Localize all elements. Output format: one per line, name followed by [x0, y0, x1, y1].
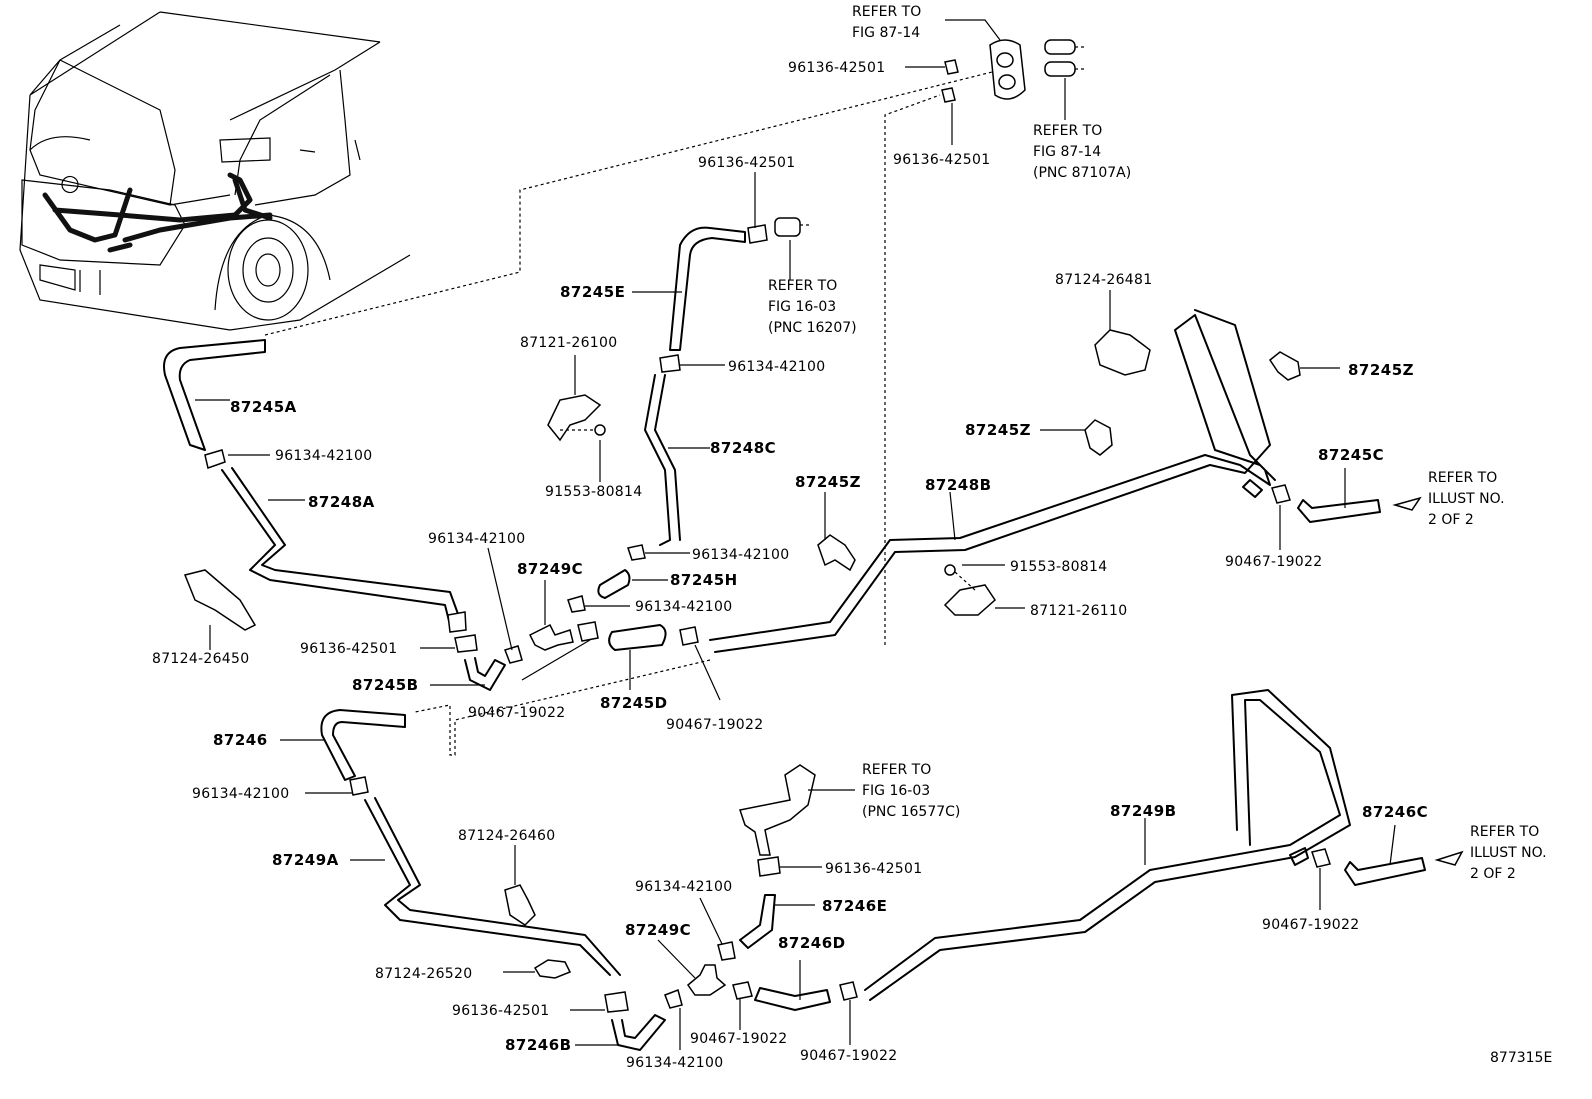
svg-text:REFER TO: REFER TO — [768, 278, 837, 294]
svg-text:REFER TO: REFER TO — [1470, 824, 1539, 840]
svg-text:ILLUST NO.: ILLUST NO. — [1470, 845, 1547, 861]
reference-illust-2-of-2-a[interactable]: REFER TO ILLUST NO. 2 OF 2 — [1428, 470, 1505, 528]
label-87249C-top[interactable]: 87249C — [517, 560, 583, 578]
reference-fig-16-03-a[interactable]: REFER TO FIG 16-03 (PNC 16207) — [768, 278, 857, 336]
label-96136-42501-f[interactable]: 96136-42501 — [825, 861, 922, 877]
label-96136-42501-a[interactable]: 96136-42501 — [300, 641, 397, 657]
label-90467-19022-b[interactable]: 90467-19022 — [666, 717, 763, 733]
label-96134-42100-f[interactable]: 96134-42100 — [192, 786, 289, 802]
label-90467-19022-a[interactable]: 90467-19022 — [468, 705, 565, 721]
upper-hose-assembly — [163, 172, 856, 701]
grommet-87-14 — [905, 19, 1085, 145]
svg-text:(PNC 87107A): (PNC 87107A) — [1033, 165, 1131, 181]
reference-fig-87-14-a[interactable]: REFER TO FIG 87-14 — [852, 4, 921, 41]
part-labels: 87245A 96134-42100 87248A 87124-26450 96… — [152, 60, 1552, 1071]
label-87124-26460[interactable]: 87124-26460 — [458, 828, 555, 844]
label-96136-42501-b[interactable]: 96136-42501 — [698, 155, 795, 171]
label-87248C[interactable]: 87248C — [710, 439, 776, 457]
label-87245Z-b[interactable]: 87245Z — [965, 421, 1031, 439]
figure-code: 877315E — [1490, 1050, 1552, 1066]
dashed-connector-low — [414, 659, 711, 756]
label-87248A[interactable]: 87248A — [308, 493, 375, 511]
label-87245D[interactable]: 87245D — [600, 694, 668, 712]
label-96136-42501-d[interactable]: 96136-42501 — [893, 152, 990, 168]
svg-text:ILLUST NO.: ILLUST NO. — [1428, 491, 1505, 507]
label-96134-42100-c[interactable]: 96134-42100 — [635, 599, 732, 615]
lower-hose-assembly — [280, 689, 1464, 1051]
svg-text:FIG 87-14: FIG 87-14 — [852, 25, 920, 41]
label-87249C-bottom[interactable]: 87249C — [625, 921, 691, 939]
reference-notes: REFER TO FIG 87-14 REFER TO FIG 87-14 (P… — [768, 4, 1547, 882]
label-87121-26100[interactable]: 87121-26100 — [520, 335, 617, 351]
label-96134-42100-a[interactable]: 96134-42100 — [275, 448, 372, 464]
hose-87248B-assembly — [709, 290, 1422, 653]
label-87121-26110[interactable]: 87121-26110 — [1030, 603, 1127, 619]
label-91553-80814-a[interactable]: 91553-80814 — [545, 484, 642, 500]
label-87245B[interactable]: 87245B — [352, 676, 419, 694]
label-90467-19022-f[interactable]: 90467-19022 — [1262, 917, 1359, 933]
svg-text:2 OF 2: 2 OF 2 — [1470, 866, 1516, 882]
svg-text:REFER TO: REFER TO — [1033, 123, 1102, 139]
label-87246E[interactable]: 87246E — [822, 897, 887, 915]
svg-text:FIG 16-03: FIG 16-03 — [862, 783, 930, 799]
reference-fig-87-14-b[interactable]: REFER TO FIG 87-14 (PNC 87107A) — [1033, 123, 1131, 181]
svg-text:FIG 87-14: FIG 87-14 — [1033, 144, 1101, 160]
label-87249B[interactable]: 87249B — [1110, 802, 1177, 820]
label-87246D[interactable]: 87246D — [778, 934, 846, 952]
label-87245A[interactable]: 87245A — [230, 398, 297, 416]
label-96136-42501-e[interactable]: 96136-42501 — [452, 1003, 549, 1019]
label-87246C[interactable]: 87246C — [1362, 803, 1428, 821]
dashed-connector-right — [884, 94, 941, 645]
label-90467-19022-e[interactable]: 90467-19022 — [800, 1048, 897, 1064]
vehicle-illustration — [19, 11, 1001, 336]
label-96134-42100-g[interactable]: 96134-42100 — [626, 1055, 723, 1071]
label-96134-42100-e[interactable]: 96134-42100 — [728, 359, 825, 375]
svg-text:REFER TO: REFER TO — [1428, 470, 1497, 486]
label-91553-80814-b[interactable]: 91553-80814 — [1010, 559, 1107, 575]
svg-text:(PNC 16207): (PNC 16207) — [768, 320, 857, 336]
label-87246[interactable]: 87246 — [213, 731, 268, 749]
label-87124-26520[interactable]: 87124-26520 — [375, 966, 472, 982]
label-87124-26450[interactable]: 87124-26450 — [152, 651, 249, 667]
label-90467-19022-d[interactable]: 90467-19022 — [690, 1031, 787, 1047]
label-96134-42100-d[interactable]: 96134-42100 — [692, 547, 789, 563]
svg-text:REFER TO: REFER TO — [862, 762, 931, 778]
reference-fig-16-03-b[interactable]: REFER TO FIG 16-03 (PNC 16577C) — [862, 762, 960, 820]
label-87245E[interactable]: 87245E — [560, 283, 625, 301]
label-87245Z-a[interactable]: 87245Z — [795, 473, 861, 491]
label-87249A[interactable]: 87249A — [272, 851, 339, 869]
label-87246B[interactable]: 87246B — [505, 1036, 572, 1054]
label-87124-26481[interactable]: 87124-26481 — [1055, 272, 1152, 288]
svg-text:(PNC 16577C): (PNC 16577C) — [862, 804, 960, 820]
svg-text:2 OF 2: 2 OF 2 — [1428, 512, 1474, 528]
label-96136-42501-c[interactable]: 96136-42501 — [788, 60, 885, 76]
label-87245H[interactable]: 87245H — [670, 571, 738, 589]
svg-text:FIG 16-03: FIG 16-03 — [768, 299, 836, 315]
label-96134-42100-b[interactable]: 96134-42100 — [428, 531, 525, 547]
label-87248B[interactable]: 87248B — [925, 476, 992, 494]
label-96134-42100-h[interactable]: 96134-42100 — [635, 879, 732, 895]
label-87245Z-c[interactable]: 87245Z — [1348, 361, 1414, 379]
svg-text:REFER TO: REFER TO — [852, 4, 921, 20]
label-90467-19022-c[interactable]: 90467-19022 — [1225, 554, 1322, 570]
reference-illust-2-of-2-b[interactable]: REFER TO ILLUST NO. 2 OF 2 — [1470, 824, 1547, 882]
label-87245C[interactable]: 87245C — [1318, 446, 1384, 464]
